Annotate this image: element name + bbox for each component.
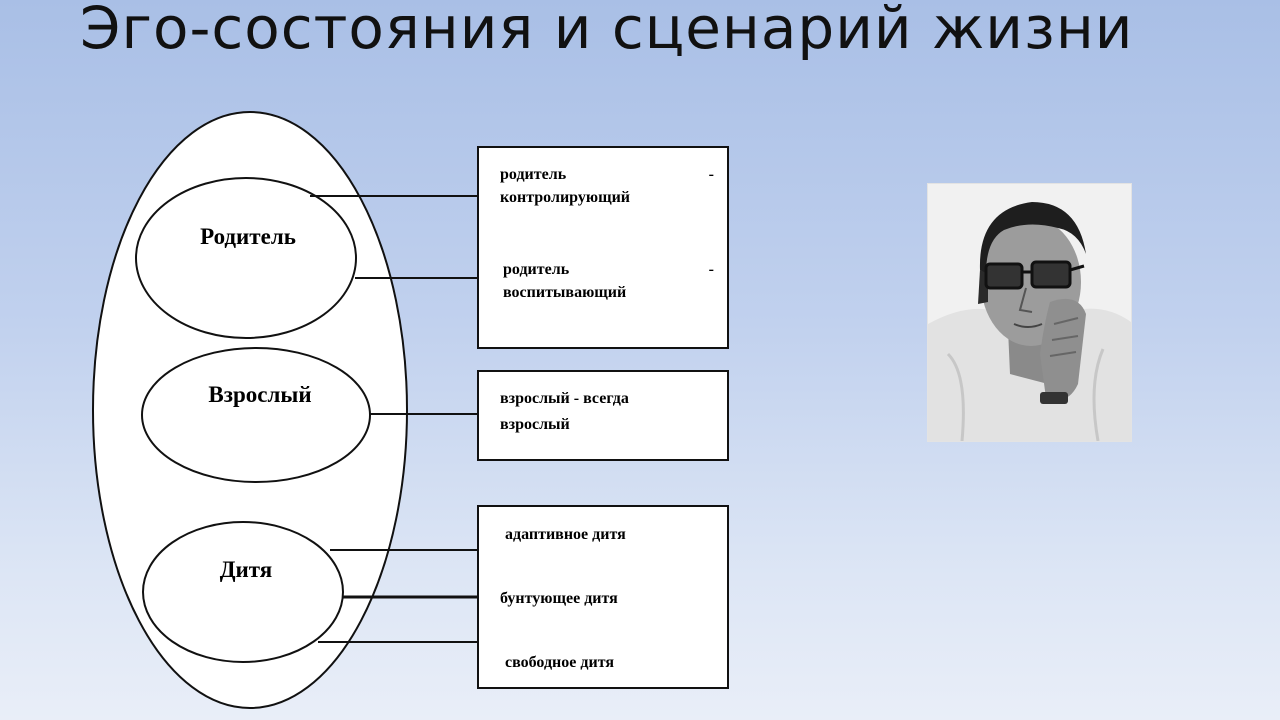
parent-controlling-label-2: контролирующий	[500, 189, 631, 206]
adult-box-line-2: взрослый	[500, 416, 570, 433]
parent-controlling-dash: -	[708, 166, 714, 183]
child-ellipse	[142, 521, 344, 663]
parent-controlling-label-1: родитель	[500, 166, 567, 183]
portrait-photo	[927, 183, 1132, 442]
parent-nurturing-text: родитель - воспитывающий	[503, 258, 714, 304]
child-box	[477, 505, 729, 689]
child-rebellious-label: бунтующее дитя	[500, 590, 618, 607]
child-adaptive-label: адаптивное дитя	[505, 526, 626, 543]
slide-title: Эго-состояния и сценарий жизни	[80, 0, 1134, 62]
child-free-label: свободное дитя	[505, 654, 614, 671]
parent-nurturing-dash: -	[708, 261, 714, 278]
adult-box-text: взрослый - всегда взрослый	[500, 386, 715, 438]
parent-nurturing-label-2: воспитывающий	[503, 284, 627, 301]
parent-box-text: родитель - контролирующий	[500, 163, 714, 209]
adult-label: Взрослый	[208, 382, 311, 407]
parent-ellipse	[135, 177, 357, 339]
parent-box	[477, 146, 729, 349]
adult-box-line-1: взрослый - всегда	[500, 390, 629, 407]
adult-ellipse	[141, 347, 371, 483]
parent-nurturing-label-1: родитель	[503, 261, 570, 278]
child-label: Дитя	[220, 557, 273, 582]
adult-box	[477, 370, 729, 461]
parent-label: Родитель	[200, 224, 296, 249]
portrait-icon	[928, 184, 1131, 441]
